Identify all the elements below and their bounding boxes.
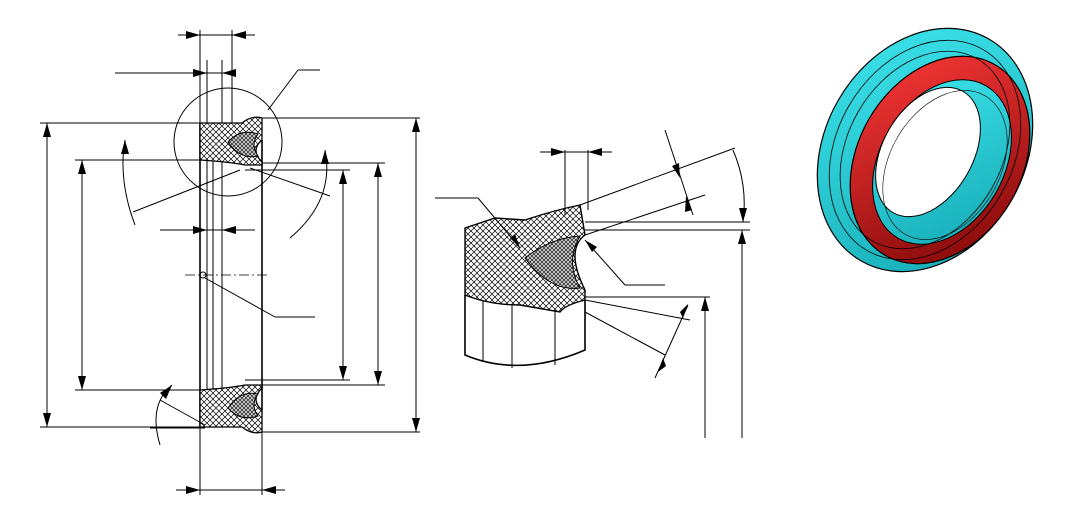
detail-body xyxy=(464,295,586,367)
angle-leg xyxy=(159,399,206,426)
isometric-view xyxy=(816,27,1034,273)
center-mark xyxy=(199,271,207,279)
detail-view xyxy=(435,129,750,438)
groove-line xyxy=(828,39,1022,261)
groove-line xyxy=(839,50,1011,250)
detail-leader xyxy=(267,69,299,111)
detail-groove xyxy=(524,235,581,289)
extension-line xyxy=(584,299,691,321)
detail-circle xyxy=(173,87,283,197)
angle-leg xyxy=(132,169,241,213)
seal-groove-top xyxy=(227,131,259,158)
seal-groove-bottom xyxy=(227,392,259,419)
extension-line xyxy=(579,147,736,206)
extension-line xyxy=(584,311,666,356)
seal-bore-hole xyxy=(875,86,981,218)
section-view xyxy=(40,30,420,495)
groove-line xyxy=(882,90,1008,240)
leader-line xyxy=(204,277,276,318)
extension-line xyxy=(584,194,706,236)
angle-leg xyxy=(249,167,331,197)
